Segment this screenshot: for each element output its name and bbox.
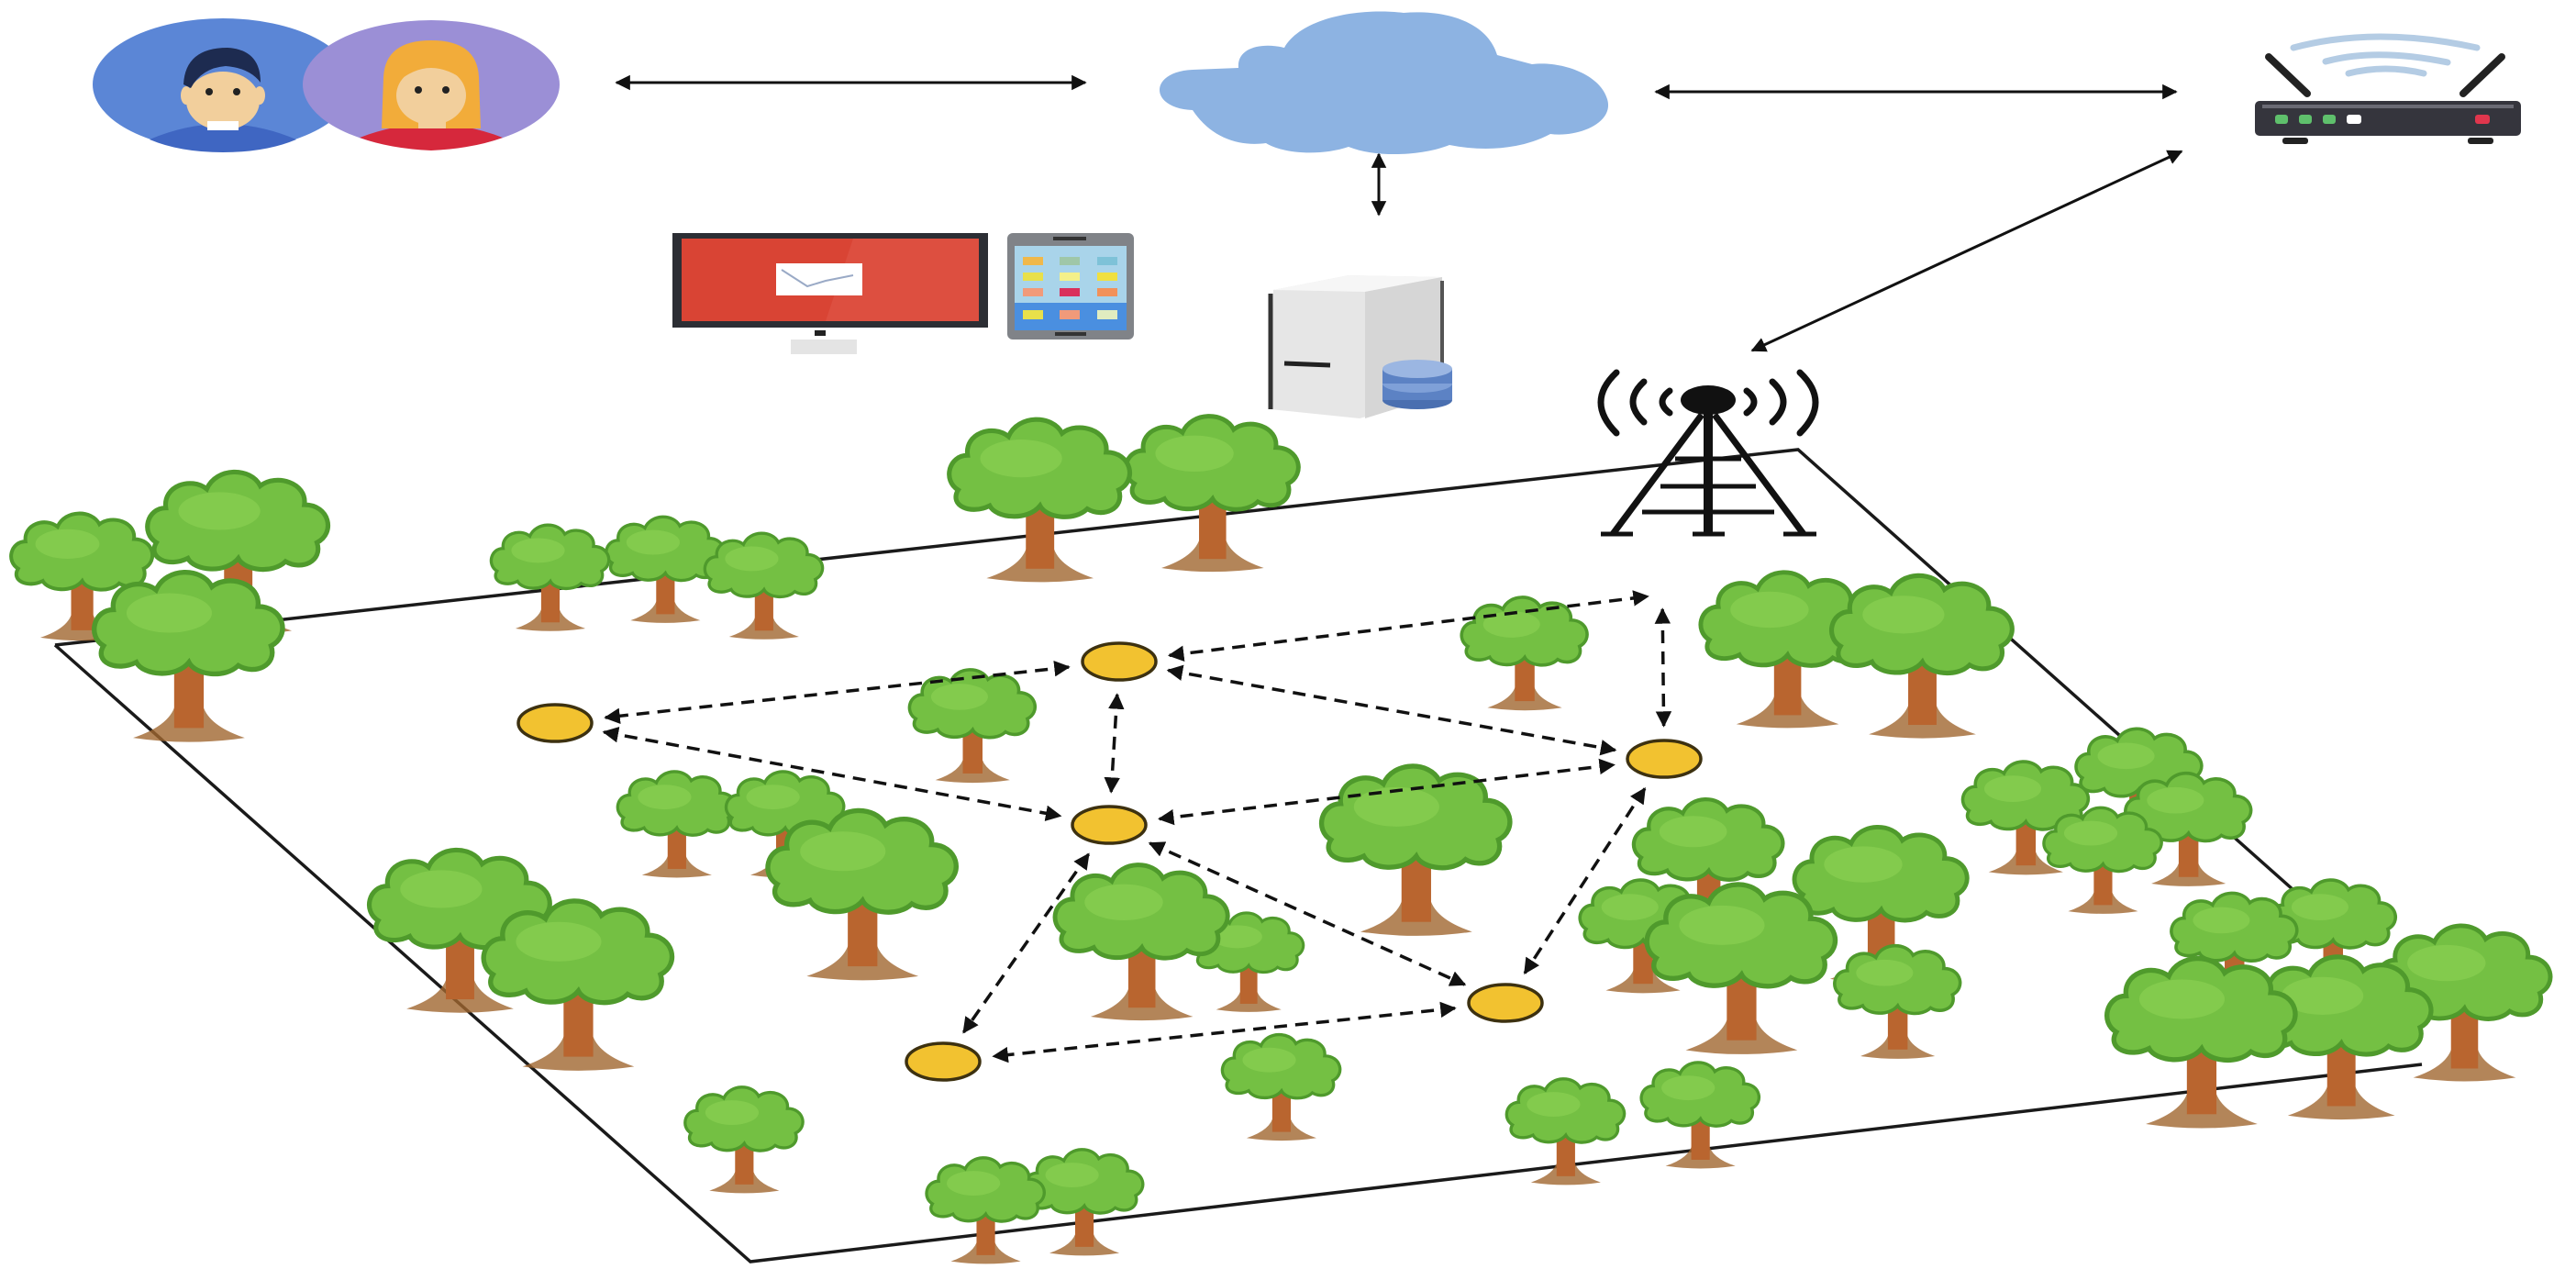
tree-icon bbox=[1322, 766, 1510, 936]
forest-trees bbox=[11, 417, 2550, 1266]
tree-icon bbox=[1832, 575, 2013, 738]
sensor-link-a-c bbox=[1104, 693, 1125, 794]
sensor-node-f[interactable] bbox=[905, 1041, 982, 1082]
female-user-avatar bbox=[303, 20, 560, 150]
sensor-link-a-b bbox=[604, 660, 1071, 725]
database-stack-icon bbox=[1382, 360, 1452, 409]
tree-icon bbox=[94, 573, 283, 742]
users-icon bbox=[93, 18, 560, 152]
tree-icon bbox=[768, 810, 956, 980]
tree-icon bbox=[616, 770, 738, 880]
tree-icon bbox=[1639, 1061, 1761, 1171]
tree-icon bbox=[1647, 885, 1835, 1054]
sensor-link-d-e bbox=[1523, 786, 1647, 975]
sensor-link-e-f bbox=[992, 1001, 1457, 1063]
tree-icon bbox=[925, 1156, 1046, 1266]
backbone-links bbox=[615, 74, 2183, 352]
sensor-node-e[interactable] bbox=[1467, 983, 1544, 1023]
tree-icon bbox=[1023, 1148, 1145, 1258]
tree-icon bbox=[683, 1085, 805, 1196]
cloud-icon bbox=[1160, 11, 1609, 155]
cell-tower-icon bbox=[1597, 369, 1819, 537]
sensor-link-c-d bbox=[1158, 758, 1616, 826]
sensor-link-a-tower bbox=[1167, 590, 1649, 662]
tree-icon bbox=[703, 531, 825, 641]
server-database-icon bbox=[1268, 275, 1452, 418]
sensor-link-b-c bbox=[602, 727, 1062, 821]
tree-icon bbox=[1220, 1032, 1342, 1142]
sensor-link-c-f bbox=[961, 852, 1091, 1034]
sensor-node-d[interactable] bbox=[1626, 739, 1703, 779]
sensor-node-c[interactable] bbox=[1071, 805, 1148, 845]
desktop-monitor-icon bbox=[672, 233, 988, 354]
sensor-node-b[interactable] bbox=[516, 703, 594, 743]
sensor-nodes bbox=[516, 641, 1703, 1082]
sensor-node-a[interactable] bbox=[1081, 641, 1158, 682]
tree-icon bbox=[907, 668, 1038, 785]
male-user-avatar bbox=[93, 18, 353, 152]
signal-waves-icon bbox=[1597, 369, 1819, 437]
tree-icon bbox=[483, 901, 672, 1071]
tree-icon bbox=[949, 419, 1130, 582]
wifi-router-icon bbox=[2255, 33, 2521, 144]
tree-icon bbox=[2107, 959, 2295, 1129]
tree-icon bbox=[489, 523, 611, 633]
sensor-links bbox=[602, 590, 1672, 1063]
tree-icon bbox=[1460, 596, 1589, 713]
smartphone-icon bbox=[1007, 233, 1134, 340]
tree-icon bbox=[1055, 865, 1227, 1021]
tree-icon bbox=[1126, 417, 1298, 573]
sensor-link-c-e bbox=[1148, 841, 1467, 986]
tree-icon bbox=[2042, 806, 2163, 916]
tree-icon bbox=[1833, 943, 1962, 1061]
sensor-link-tower-d bbox=[1654, 607, 1672, 728]
link-router-tower bbox=[1750, 150, 2183, 352]
phone-app-grid bbox=[1023, 257, 1117, 319]
sensor-link-a-d bbox=[1166, 664, 1617, 756]
